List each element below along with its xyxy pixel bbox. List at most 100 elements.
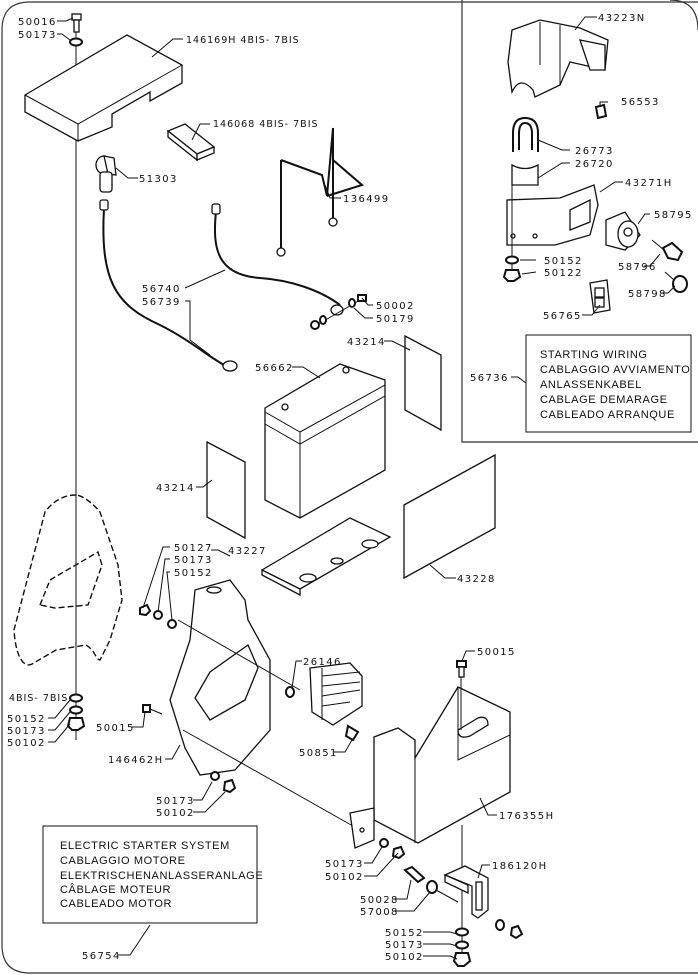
label-50015: 50015 xyxy=(477,647,516,658)
bracket-cutout-dashed xyxy=(39,550,103,609)
plate-43271H xyxy=(506,184,599,246)
label-43227: 43227 xyxy=(228,546,267,557)
label-50127: 50127 xyxy=(174,543,213,554)
plate-43228 xyxy=(403,453,496,580)
label-50173: 50173 xyxy=(18,30,57,41)
label-50152: 50152 xyxy=(7,714,46,725)
washer-50152-mid xyxy=(167,619,177,629)
label-186120H: 186120H xyxy=(492,861,548,872)
bracket-outline-dashed xyxy=(13,494,123,666)
leader-lines xyxy=(48,16,676,960)
label-50102: 50102 xyxy=(385,952,424,963)
pad-43214-left xyxy=(206,440,246,540)
bolt-50015-right xyxy=(456,660,467,730)
cable-lug xyxy=(222,360,238,372)
label-4bis-7bis: 4BIS- 7BIS xyxy=(9,693,68,704)
label-58798: 58798 xyxy=(628,289,667,300)
label-50016: 50016 xyxy=(18,17,57,28)
pad-43214-right xyxy=(404,334,442,432)
washer-50173-bot xyxy=(455,940,469,950)
label-146169H: 146169H 4BIS- 7BIS xyxy=(186,35,300,46)
bolt-50028 xyxy=(403,865,426,884)
caption-line: CABLAGGIO MOTORE xyxy=(60,855,186,867)
label-50179: 50179 xyxy=(376,314,415,325)
nut-right xyxy=(509,924,524,940)
caption-line: CABLEADO ARRANQUE xyxy=(540,409,675,421)
switch-56765 xyxy=(589,279,611,314)
washer-50173-b2 xyxy=(379,838,389,848)
label-56662: 56662 xyxy=(255,363,294,374)
battery-56662 xyxy=(264,363,386,519)
label-146068: 146068 4BIS- 7BIS xyxy=(213,119,319,130)
label-43223N: 43223N xyxy=(598,13,646,24)
cover-43223N xyxy=(507,19,609,98)
label-50152: 50152 xyxy=(174,568,213,579)
nut-50102-bot xyxy=(452,952,472,967)
label-50851: 50851 xyxy=(299,748,338,759)
battery-box-176355H xyxy=(349,686,511,849)
label-50152: 50152 xyxy=(385,928,424,939)
label-50102: 50102 xyxy=(7,738,46,749)
label-43214: 43214 xyxy=(347,337,386,348)
bolt-50016 xyxy=(71,13,82,33)
screw-50851 xyxy=(344,724,360,742)
label-43228: 43228 xyxy=(457,574,496,585)
connector-56553 xyxy=(594,103,608,120)
washer-50173-mid xyxy=(153,610,163,620)
label-50173: 50173 xyxy=(385,940,424,951)
washer-50173-b1 xyxy=(210,771,220,781)
cable-lug xyxy=(99,199,109,211)
part-labels: 50016 50173 146169H 4BIS- 7BIS 146068 4B… xyxy=(7,13,693,963)
label-50102: 50102 xyxy=(156,808,195,819)
nut-50127 xyxy=(139,603,152,617)
caption-line: CABLEADO MOTOR xyxy=(60,898,172,910)
label-50028: 50028 xyxy=(360,895,399,906)
label-50102: 50102 xyxy=(325,872,364,883)
label-136499: 136499 xyxy=(343,194,390,205)
caption-line: ELECTRIC STARTER SYSTEM xyxy=(60,840,230,852)
caption-line: STARTING WIRING xyxy=(540,349,648,361)
label-50002: 50002 xyxy=(376,301,415,312)
label-56754: 56754 xyxy=(82,951,121,962)
label-56765: 56765 xyxy=(543,311,582,322)
key-58796 xyxy=(651,239,684,262)
label-43214: 43214 xyxy=(156,483,195,494)
label-26146: 26146 xyxy=(303,657,342,668)
label-56553: 56553 xyxy=(621,97,660,108)
label-50015: 50015 xyxy=(96,723,135,734)
battery-cover-146169H xyxy=(24,34,183,142)
caption-line: ANLASSENKABEL xyxy=(540,379,642,391)
tray-43227 xyxy=(260,517,392,597)
caption-box xyxy=(525,334,692,433)
cable-56739 xyxy=(102,207,227,367)
key-58798 xyxy=(664,271,688,293)
u-bolt-26773 xyxy=(512,116,539,152)
label-50173: 50173 xyxy=(174,555,213,566)
caption-box xyxy=(42,825,258,924)
label-146462H: 146462H xyxy=(108,755,164,766)
washer-50152-bot xyxy=(455,927,469,937)
caption-line: CÂBLAGE MOTEUR xyxy=(60,883,171,896)
voltage-regulator xyxy=(309,662,363,726)
label-57008: 57008 xyxy=(360,907,399,918)
label-56739: 56739 xyxy=(142,297,181,308)
washer-50152-inset xyxy=(505,255,519,265)
clamp-26720 xyxy=(511,163,539,186)
bracket-136499 xyxy=(276,127,365,257)
washer-26146 xyxy=(285,686,295,698)
label-56736: 56736 xyxy=(470,373,509,384)
washer-50173-left xyxy=(69,705,83,715)
label-50173: 50173 xyxy=(156,796,195,807)
bracket-186120H xyxy=(443,865,489,919)
label-56740: 56740 xyxy=(142,284,181,295)
caption-line: CABLAGGIO AVVIAMENTO xyxy=(540,364,690,376)
label-176355H: 176355H xyxy=(499,811,555,822)
label-58795: 58795 xyxy=(654,210,693,221)
bolt-50015-left xyxy=(142,704,163,715)
starting-wiring-caption: STARTING WIRING CABLAGGIO AVVIAMENTO ANL… xyxy=(470,334,692,433)
cable-lug xyxy=(211,203,221,215)
bracket-146462H xyxy=(169,579,361,831)
cable-56740 xyxy=(213,211,341,306)
label-50122: 50122 xyxy=(544,268,583,279)
